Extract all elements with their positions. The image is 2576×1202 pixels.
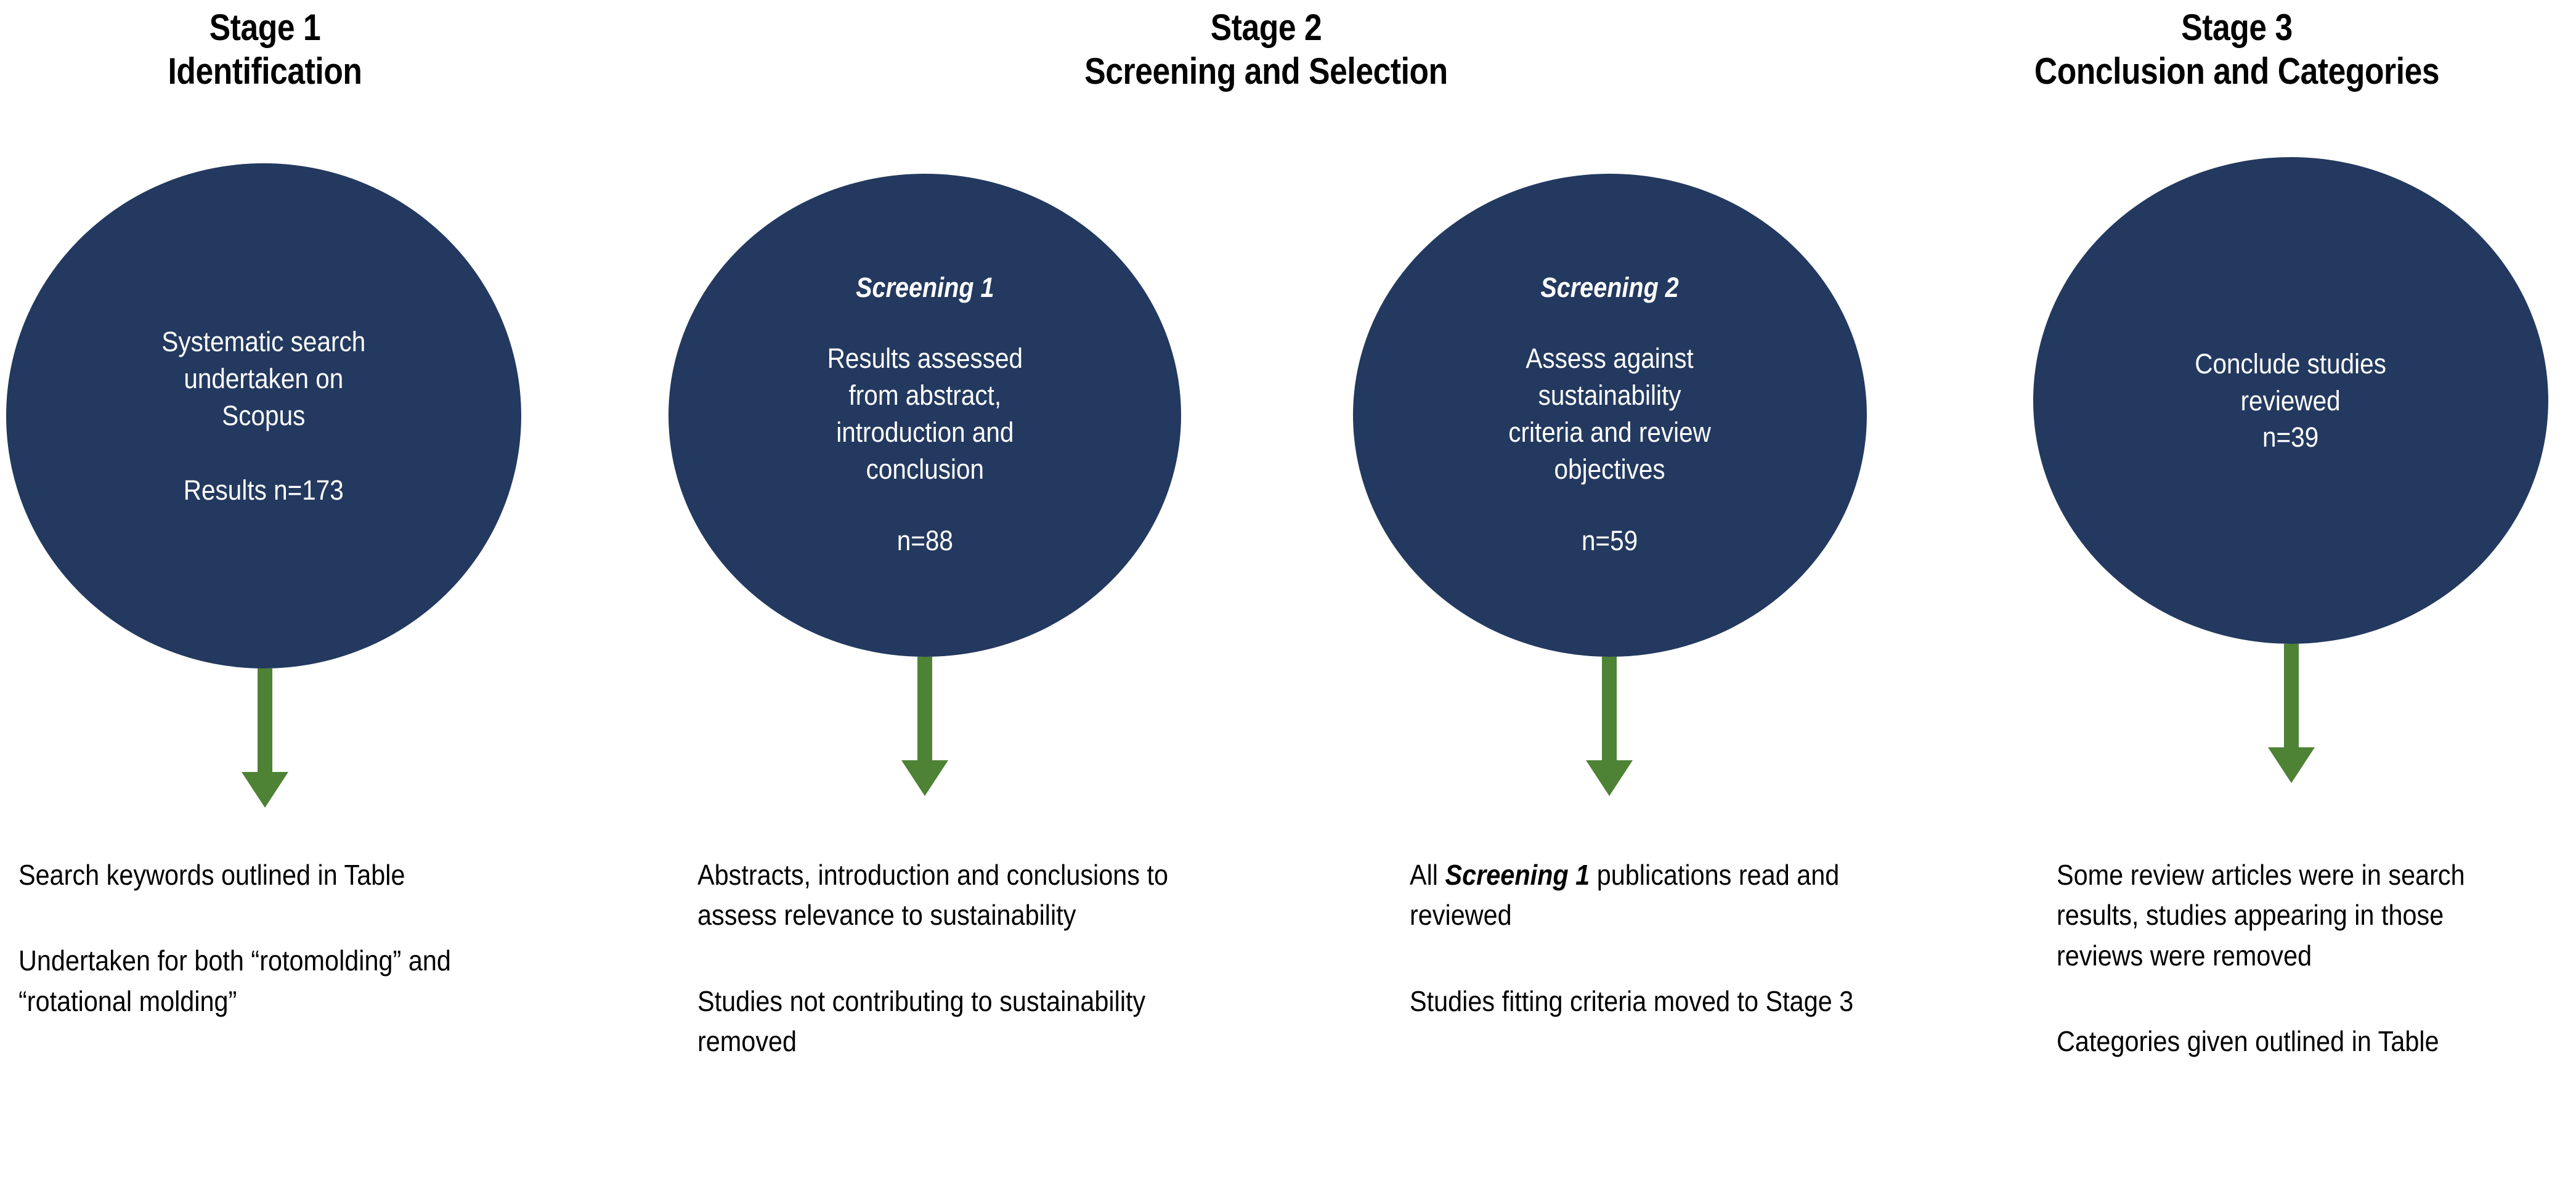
note-text: Abstracts, introduction and conclusions … [697,859,1169,932]
stage-circle-conclusion: Conclude studies reviewed n=39 [2033,157,2548,644]
note-paragraph: Search keywords outlined in Table [18,855,468,895]
note-paragraph: Abstracts, introduction and conclusions … [697,855,1185,936]
note-text: Some review articles were in search resu… [2057,859,2465,972]
circle-4-body-line-1: Conclude studies [2195,347,2387,380]
stage-heading-2: Stage 2 Screening and Selection [755,6,1778,94]
circle-1-body-line-2: undertaken on [184,362,344,394]
circle-2-spacer-bottom [816,487,1034,523]
circle-1-body-line-1: Systematic search [161,325,366,357]
stage-heading-1: Stage 1 Identification [37,6,493,94]
circle-1-result-count: Results n=173 [183,474,344,506]
note-text-post: publications read and reviewed [1410,859,1840,932]
notes-column-3: All Screening 1 publications read and re… [1410,855,1870,1021]
down-arrow-icon-stage3 [2254,644,2328,784]
circle-2-title: Screening 1 [855,272,994,304]
stage-heading-2-line2: Screening and Selection [1084,50,1448,92]
note-paragraph: Some review articles were in search resu… [2057,855,2533,976]
notes-column-4: Some review articles were in search resu… [2057,855,2533,1062]
circle-4-body-line-2: reviewed [2240,384,2341,416]
note-text: Undertaken for both “rotomolding” and “r… [18,944,451,1017]
circle-2-result-count: n=88 [896,525,953,557]
circle-3-content: Screening 2 Assess against sustainabilit… [1420,271,1799,559]
stage-circle-identification: Systematic search undertaken on Scopus R… [6,163,521,668]
circle-3-body-line-3: criteria and review [1508,416,1712,448]
note-emphasis: Screening 1 [1445,859,1590,891]
notes-column-1: Search keywords outlined in Table Undert… [18,855,468,1021]
stage-heading-3-line1: Stage 3 [2181,7,2293,48]
down-arrow-icon-screening2 [1572,657,1646,797]
note-text: Search keywords outlined in Table [18,859,405,891]
note-paragraph: Undertaken for both “rotomolding” and “r… [18,941,468,1021]
stage-heading-3-line2: Conclusion and Categories [2034,50,2440,92]
circle-3-spacer-bottom [1497,487,1722,523]
down-arrow-icon-screening1 [888,657,962,797]
note-paragraph: Categories given outlined in Table [2057,1021,2533,1062]
circle-2-spacer-top [816,304,1034,340]
stage-heading-1-line2: Identification [168,50,362,92]
note-text: All [1410,859,1445,891]
circle-2-body-line-2: from abstract, [848,379,1001,411]
circle-1-spacer [150,434,377,473]
notes-column-2: Abstracts, introduction and conclusions … [697,855,1185,1062]
circle-1-body-line-3: Scopus [222,399,306,431]
stage-heading-2-line1: Stage 2 [1210,7,1322,48]
stage-circle-screening-2: Screening 2 Assess against sustainabilit… [1353,174,1867,657]
circle-4-content: Conclude studies reviewed n=39 [2092,346,2489,455]
circle-3-spacer-top [1497,304,1722,340]
note-paragraph: All Screening 1 publications read and re… [1410,855,1870,936]
circle-4-result-count: n=39 [2262,421,2319,453]
stage-heading-3: Stage 3 Conclusion and Categories [1945,6,2529,94]
circle-2-body-line-3: introduction and [835,416,1014,448]
stage-circle-screening-1: Screening 1 Results assessed from abstra… [668,174,1181,657]
circle-3-body-line-1: Assess against [1526,343,1694,375]
circle-3-body-line-2: sustainability [1538,379,1681,411]
note-text: Studies not contributing to sustainabili… [697,985,1146,1057]
circle-3-title: Screening 2 [1540,272,1680,304]
down-arrow-icon-stage1 [228,668,302,809]
circle-1-content: Systematic search undertaken on Scopus R… [58,323,469,508]
note-text: Categories given outlined in Table [2057,1025,2439,1057]
circle-3-body-line-4: objectives [1554,453,1666,485]
circle-2-content: Screening 1 Results assessed from abstra… [730,271,1120,559]
note-paragraph: Studies fitting criteria moved to Stage … [1410,981,1870,1021]
stage-heading-1-line1: Stage 1 [209,7,321,48]
circle-2-body-line-1: Results assessed [827,343,1023,375]
circle-3-result-count: n=59 [1582,525,1638,557]
circle-2-body-line-4: conclusion [866,453,984,485]
note-text: Studies fitting criteria moved to Stage … [1410,985,1854,1017]
note-paragraph: Studies not contributing to sustainabili… [697,981,1185,1062]
